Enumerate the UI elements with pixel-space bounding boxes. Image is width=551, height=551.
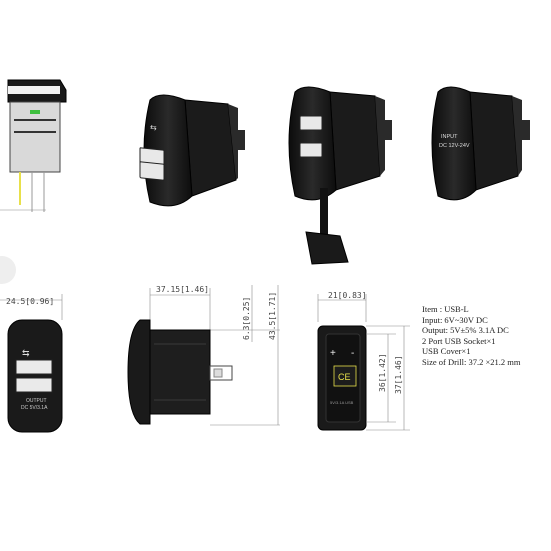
usb-cover-cap: [305, 231, 349, 265]
spec-output: Output: 5V±5% 3.1A DC: [422, 325, 509, 336]
dim-side-height: 43.5[1.71]: [268, 292, 277, 340]
partial-cover-cap: [0, 256, 16, 284]
side-view-dimensioned: 37.15[1.46] 6.3[0.25] 43.5[1.71]: [127, 285, 280, 426]
cover-strap: [320, 188, 328, 238]
socket3-body-side: [469, 91, 519, 191]
socket2-body-side: [329, 91, 381, 191]
usb-port-1: [299, 115, 323, 131]
dim-back-width: 21[0.83]: [328, 291, 367, 300]
side-body: [149, 329, 211, 415]
front-bezel: [7, 319, 63, 433]
spec-input: Input: 6V~30V DC: [422, 314, 488, 325]
spec-item: Item : USB-L: [422, 304, 469, 314]
usb-socket-3d-front: ⇆: [139, 94, 245, 207]
back-ce-box: [333, 365, 357, 387]
spec-drill: Size of Drill: 37.2 ×21.2 mm: [422, 356, 521, 367]
usb-port-2: [139, 161, 165, 181]
usb-symbol-icon: ⇆: [22, 348, 30, 358]
dim-side-top: 6.3[0.25]: [242, 297, 251, 340]
dim-width-top-left: 24.5[0.96]: [6, 297, 54, 306]
led-indicator: [30, 110, 40, 114]
input-label-line2: DC 12V-24V: [439, 143, 470, 149]
front-usb-port-2: [15, 377, 53, 393]
usb-symbol-icon: ⇆: [150, 123, 157, 132]
usb-port-2: [299, 142, 323, 158]
usb-socket-3d-with-cover: [288, 86, 392, 265]
top-left-bezel-slot: [8, 86, 60, 94]
front-output-line1: OUTPUT: [26, 398, 47, 404]
spec-socket: 2 Port USB Socket×1: [422, 335, 496, 346]
socket3-terminal: [512, 96, 530, 176]
back-plus-label: +: [330, 348, 336, 359]
back-minus-label: -: [351, 348, 354, 359]
input-label-line1: INPUT: [441, 134, 458, 140]
dim-back-inner-height: 36[1.42]: [378, 353, 387, 392]
usb-socket-3d-input: INPUT DC 12V-24V: [431, 86, 530, 201]
back-small-text: 5V/3.1A USB: [330, 400, 354, 405]
back-ce-mark: CE: [338, 372, 351, 382]
back-view: 21[0.83] + - CE 5V/3.1A USB 36[1.42] 37[…: [317, 291, 410, 431]
top-left-side-view: [0, 79, 67, 212]
side-bezel: [127, 319, 151, 425]
dim-back-outer-height: 37[1.46]: [394, 355, 403, 394]
socket3-bezel: [431, 86, 477, 201]
dim-side-length: 37.15[1.46]: [156, 285, 209, 294]
front-view: 24.5[0.96] ⇆ OUTPUT DC 5V/3.1A: [0, 294, 63, 433]
front-usb-port-1: [15, 359, 53, 375]
spec-cover: USB Cover×1: [422, 346, 471, 357]
socket2-terminal: [375, 96, 392, 176]
side-terminal-hole: [213, 368, 223, 378]
spec-block: Item : USB-L Input: 6V~30V DC Output: 5V…: [422, 304, 551, 368]
socket-body-side: [184, 99, 237, 197]
front-output-line2: DC 5V/3.1A: [21, 405, 48, 411]
socket-terminal-side: [228, 104, 245, 180]
